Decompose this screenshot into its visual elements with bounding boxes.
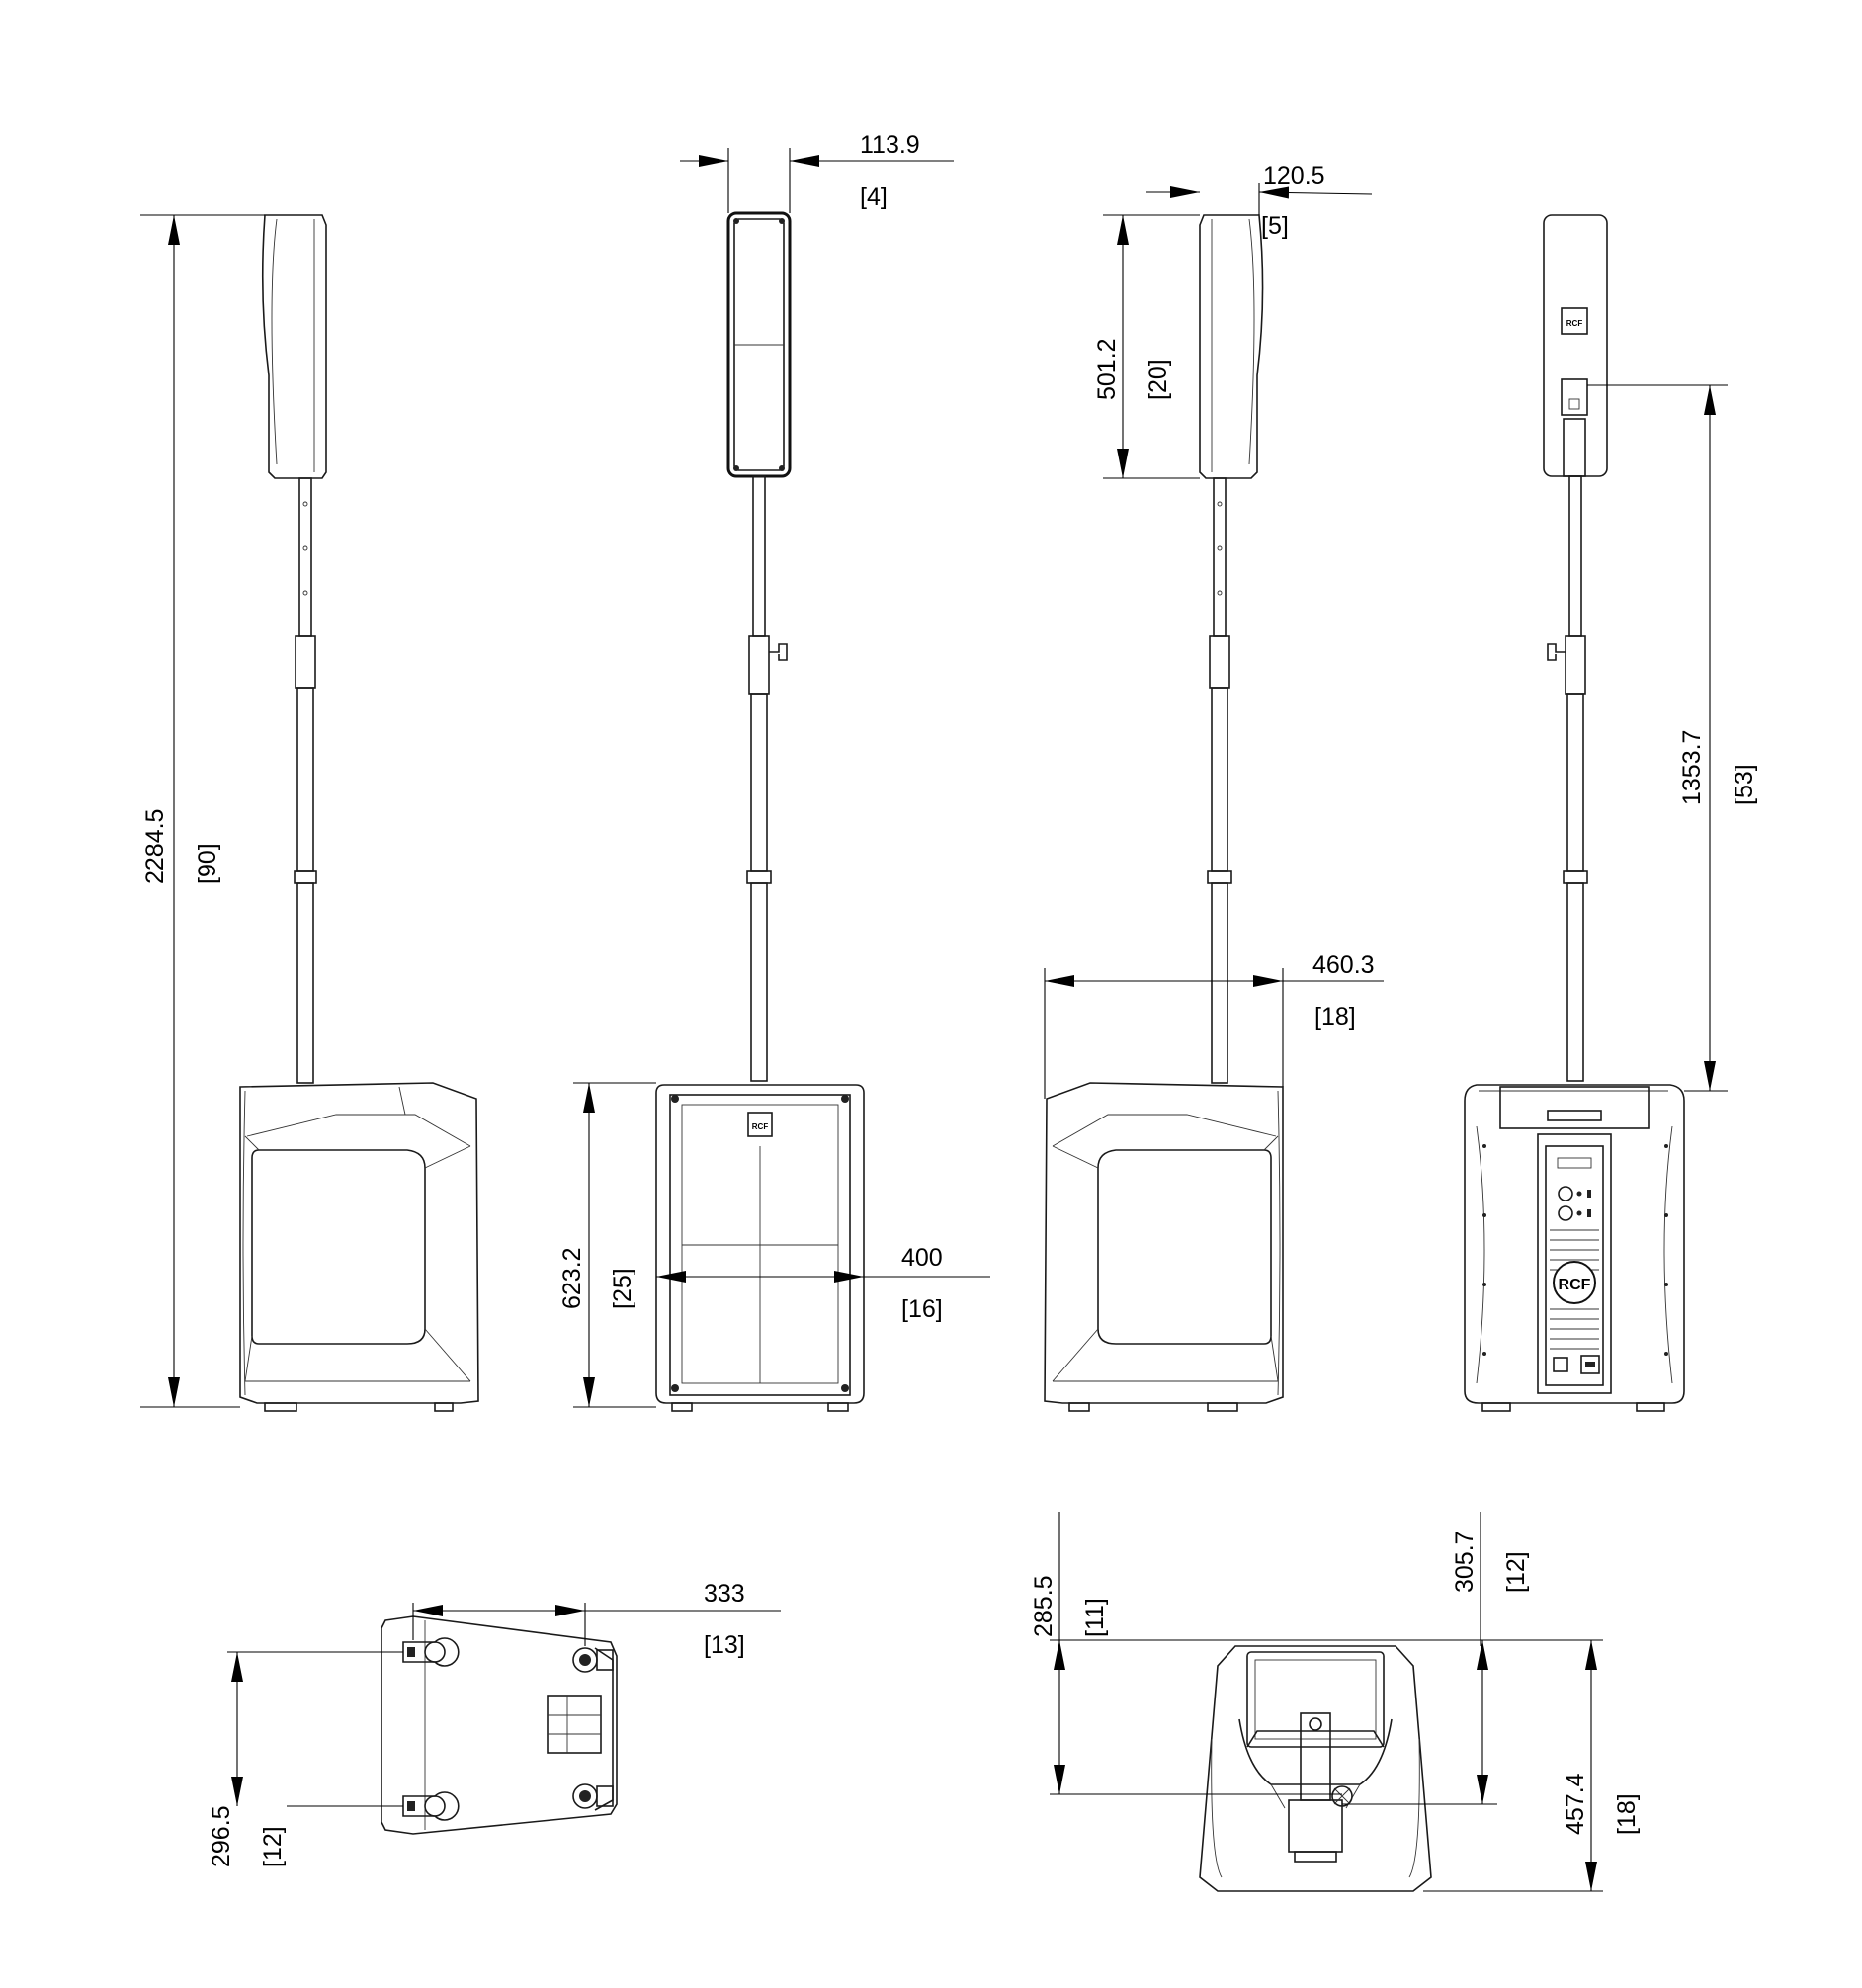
sub-depth-mm: 460.3 [1312, 952, 1375, 979]
total-height-in: [90] [194, 843, 221, 884]
top-a-in: [11] [1081, 1598, 1109, 1637]
sub-width-in: [16] [901, 1295, 943, 1323]
column-top-to-sub-mm: 1353.7 [1678, 730, 1706, 805]
column-rear-logo: RCF [1566, 319, 1583, 328]
total-height-mm: 2284.5 [141, 809, 169, 884]
column-offset-in: [5] [1261, 212, 1289, 240]
sub-height-in: [25] [609, 1268, 636, 1309]
foot-spacing-y-mm: 296.5 [208, 1805, 235, 1867]
foot-spacing-y-in: [12] [259, 1826, 287, 1867]
rear-screws [1482, 1144, 1668, 1356]
side-view-right: 120.5 [5] 501.2 [20] 460.3 [18] [1044, 162, 1384, 1412]
front-view: RCF 113.9 [4] 623.2 [25] 400 [16] [558, 131, 990, 1412]
top-a-mm: 285.5 [1030, 1575, 1058, 1637]
top-b-mm: 305.7 [1451, 1531, 1479, 1593]
column-depth-in: [4] [860, 183, 888, 210]
rear-view: RCF RCF [1464, 214, 1758, 1412]
column-depth-mm: 113.9 [860, 131, 920, 159]
foot-spacing-x-mm: 333 [704, 1580, 745, 1608]
top-b-in: [12] [1502, 1551, 1530, 1593]
column-height-mm: 501.2 [1093, 338, 1121, 400]
column-height-in: [20] [1144, 359, 1172, 400]
sub-width-mm: 400 [901, 1244, 943, 1272]
sub-depth-in: [18] [1314, 1003, 1356, 1031]
sub-height-mm: 623.2 [558, 1247, 586, 1309]
top-c-mm: 457.4 [1562, 1773, 1589, 1835]
heatsink-fins [1550, 1229, 1599, 1350]
column-offset-mm: 120.5 [1263, 162, 1325, 190]
front-logo: RCF [752, 1122, 769, 1131]
side-view-left: 2284.5 [90] [140, 214, 479, 1412]
bottom-view: 333 [13] 296.5 [12] [208, 1580, 781, 1867]
foot-spacing-x-in: [13] [704, 1631, 745, 1659]
rear-logo: RCF [1559, 1277, 1591, 1293]
top-c-in: [18] [1613, 1793, 1641, 1835]
column-top-to-sub-in: [53] [1731, 764, 1758, 805]
top-view: 285.5 [11] 305.7 [12] 457.4 [18] [1030, 1512, 1641, 1892]
